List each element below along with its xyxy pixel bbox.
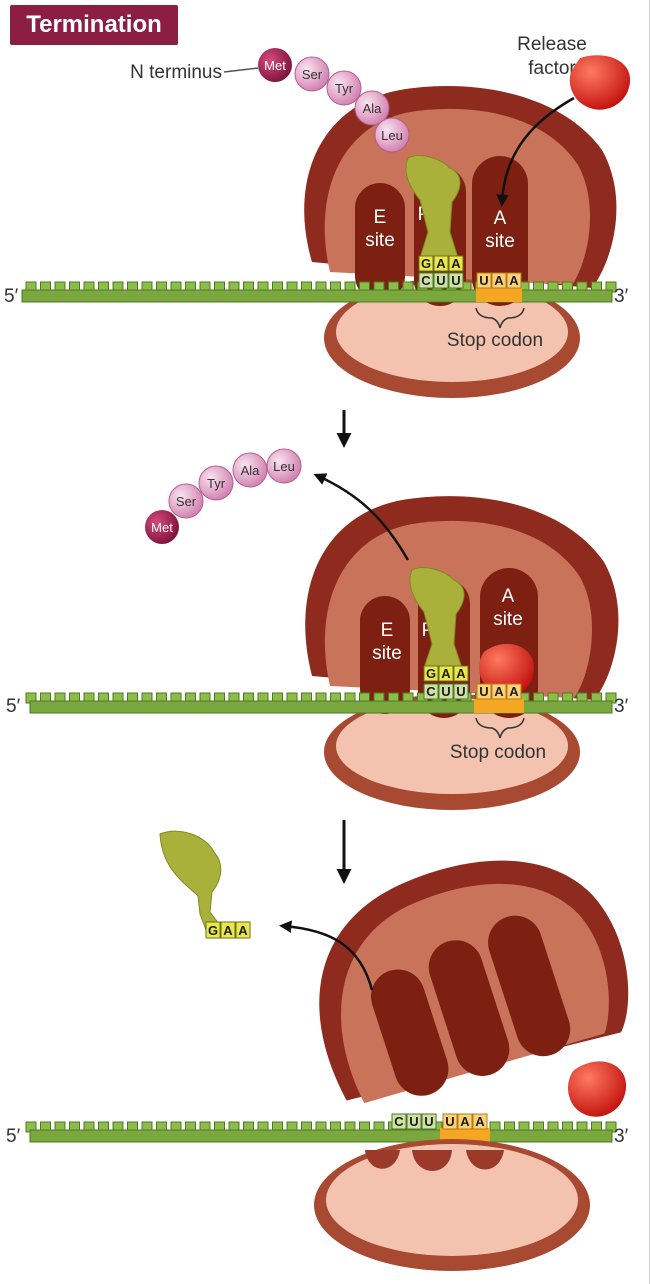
svg-text:A: A xyxy=(509,684,519,699)
three-prime-label: 3′ xyxy=(614,286,629,307)
svg-text:U: U xyxy=(445,1114,454,1129)
stop-codon-highlight xyxy=(476,288,522,302)
a-site-pocket xyxy=(472,156,528,306)
svg-text:U: U xyxy=(441,684,450,699)
release-factor-icon xyxy=(568,1061,627,1117)
stop-codon-label: Stop codon xyxy=(447,330,543,351)
release-factor-label-line2: factor xyxy=(528,58,576,79)
amino-acid-ala xyxy=(354,90,390,126)
svg-text:A: A xyxy=(441,666,451,681)
amino-acid-ser xyxy=(294,56,330,92)
release-factor-icon xyxy=(479,643,534,696)
svg-text:3′: 3′ xyxy=(614,696,629,717)
stop-codon-brace xyxy=(475,717,525,739)
svg-text:U: U xyxy=(436,273,445,288)
svg-text:Stop codon: Stop codon xyxy=(450,742,546,763)
svg-text:A: A xyxy=(509,273,519,288)
svg-text:Leu: Leu xyxy=(273,459,295,474)
n-terminus-label: N terminus xyxy=(130,62,222,83)
svg-text:A: A xyxy=(238,923,248,938)
amino-acid-met xyxy=(258,48,292,82)
large-subunit-dissociated xyxy=(319,860,629,1104)
curved-arrow-icon xyxy=(496,96,575,207)
stop-codon-highlight xyxy=(474,699,524,713)
svg-text:Ser: Ser xyxy=(302,67,323,82)
svg-text:G: G xyxy=(208,923,218,938)
svg-text:E: E xyxy=(381,620,394,641)
svg-text:U: U xyxy=(479,684,488,699)
stop-codon-brace xyxy=(475,307,525,329)
svg-text:Ser: Ser xyxy=(176,494,197,509)
svg-text:A: A xyxy=(456,666,466,681)
svg-text:A: A xyxy=(223,923,233,938)
e-site-pocket xyxy=(355,183,405,301)
svg-text:Met: Met xyxy=(151,520,173,535)
svg-text:A: A xyxy=(460,1114,470,1129)
svg-text:U: U xyxy=(409,1114,418,1129)
svg-text:Ala: Ala xyxy=(241,463,261,478)
svg-text:U: U xyxy=(479,273,488,288)
five-prime-label: 5′ xyxy=(4,286,19,307)
svg-text:C: C xyxy=(426,684,436,699)
amino-acid-leu xyxy=(374,117,410,153)
mrna-strand-2: C U U U A A xyxy=(25,683,617,714)
released-trna xyxy=(159,830,223,931)
stop-codon-highlight xyxy=(440,1128,490,1142)
svg-text:Met: Met xyxy=(264,58,286,73)
svg-text:A: A xyxy=(494,684,504,699)
svg-text:U: U xyxy=(451,273,460,288)
panel-3: G A A xyxy=(6,830,629,1271)
svg-text:U: U xyxy=(456,684,465,699)
svg-text:A: A xyxy=(475,1114,485,1129)
svg-text:3′: 3′ xyxy=(614,1126,629,1147)
svg-text:C: C xyxy=(421,273,431,288)
polypeptide-chain-1: Met Ser Tyr Ala Leu xyxy=(258,48,410,153)
svg-text:G: G xyxy=(421,256,431,271)
curved-arrow-icon xyxy=(313,473,410,561)
e-site-letter: E xyxy=(374,207,387,228)
released-anticodon: G A A xyxy=(205,921,251,939)
panel-1: E site P A site G A A xyxy=(4,34,631,398)
anticodon-2: G A A xyxy=(423,665,469,682)
trna-p-site xyxy=(405,155,461,259)
mrna-strand-1: C U U U A A xyxy=(21,272,617,303)
release-factor-icon xyxy=(569,55,631,110)
svg-text:site: site xyxy=(372,643,402,664)
svg-text:5′: 5′ xyxy=(6,1126,21,1147)
anticodon-1: G A A xyxy=(418,255,464,272)
svg-text:A: A xyxy=(494,273,504,288)
svg-text:Ala: Ala xyxy=(363,101,383,116)
svg-text:A: A xyxy=(502,586,515,607)
svg-text:A: A xyxy=(436,256,446,271)
trna-p-site xyxy=(409,567,465,669)
panel-2: E site P A site G A A xyxy=(6,448,629,810)
a-site-word: site xyxy=(485,231,515,252)
svg-text:U: U xyxy=(424,1114,433,1129)
curved-arrow-icon xyxy=(279,920,374,991)
svg-text:A: A xyxy=(451,256,461,271)
svg-text:5′: 5′ xyxy=(6,696,21,717)
svg-text:G: G xyxy=(426,666,436,681)
e-site-word: site xyxy=(365,230,395,251)
svg-text:C: C xyxy=(394,1114,404,1129)
panel-title: Termination xyxy=(10,5,178,45)
svg-text:Tyr: Tyr xyxy=(207,476,226,491)
a-site-letter: A xyxy=(494,208,507,229)
svg-text:site: site xyxy=(493,609,523,630)
release-factor-label-line1: Release xyxy=(517,34,587,55)
svg-text:Leu: Leu xyxy=(381,128,403,143)
e-site-pocket xyxy=(360,596,410,714)
mrna-strand-3: C U U U A A xyxy=(25,1113,617,1143)
svg-text:Tyr: Tyr xyxy=(335,81,354,96)
released-polypeptide: Met Ser Tyr Ala Leu xyxy=(145,448,302,544)
amino-acid-tyr xyxy=(326,70,362,106)
